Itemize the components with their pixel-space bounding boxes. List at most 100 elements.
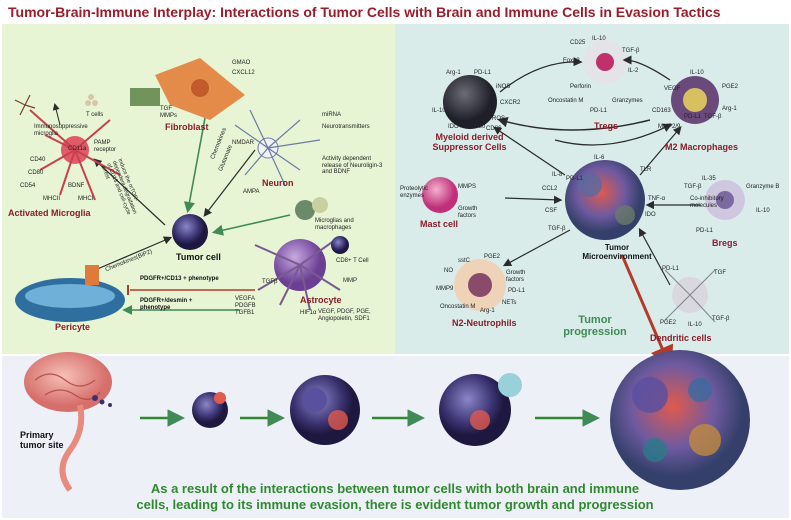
marker-nets: NETs (502, 300, 517, 306)
marker-mmps-mast: MMPS (458, 184, 476, 190)
marker-cd86: CD86 (486, 126, 502, 132)
marker-dc-tgfb: TGF-β (712, 316, 730, 322)
marker-coinhibitory: Co-inhibitory molecules (690, 196, 724, 209)
marker-tme-tgfb: TGF-β (548, 226, 566, 232)
marker-cd54: CD54 (20, 183, 36, 189)
tme-cluster (565, 160, 645, 240)
marker-n2-arg1: Arg-1 (480, 308, 495, 314)
marker-neurotransmitters: Neurotransmitters (322, 124, 370, 130)
mdsc-label: Myeloid derived Suppressor Cells (432, 132, 507, 152)
m2-cell (671, 76, 719, 124)
marker-bregs-il10: IL-10 (756, 208, 770, 214)
marker-pge2: PGE2 (722, 84, 739, 90)
fibroblast-cell (155, 58, 245, 120)
marker-foxp3: Foxp3 (563, 58, 580, 64)
growth-stage-1 (192, 392, 228, 428)
marker-tnfa: TNF-α (648, 196, 666, 202)
marker-cd80: CD80 (470, 124, 486, 130)
marker-nmdar: NMDAR (232, 140, 254, 146)
marker-n2-oncostatin: Oncostatin M (440, 304, 476, 310)
marker-ampa: AMPA (243, 189, 260, 195)
marker-dc-pdl1: PD-L1 (662, 266, 680, 272)
marker-mmp: MMP (343, 278, 357, 284)
marker-arg1: Arg-1 (446, 70, 461, 76)
marker-immunosuppressive-microglia: Immunosuppressive microglia (34, 124, 88, 137)
marker-pamp: PAMP receptor (94, 140, 117, 153)
pericyte-vessel (15, 265, 125, 322)
marker-cd11a: CD11a (68, 146, 87, 152)
microglia-cell (29, 109, 121, 201)
phenotype-cd13: PDGFR+/CD13 + phenotype (140, 276, 219, 282)
growth-stage-2 (290, 375, 360, 445)
marker-bdnf: BDNF (68, 183, 85, 189)
marker-treg-tgfb: TGF-β (622, 48, 640, 54)
caption-line-1: As a result of the interactions between … (150, 481, 640, 496)
marker-mhcii: MHCII (43, 196, 60, 202)
marker-mirna: miRNA (322, 112, 341, 118)
marker-mmp9: MMP9 (436, 286, 454, 292)
marker-n2-growth: Growth factors (506, 270, 526, 283)
marker-tgfb1: TGFB1 (235, 310, 255, 316)
marker-oncostatin: Oncostatin M (548, 98, 584, 104)
neuron-cell (234, 109, 321, 186)
marker-hif1a: HIF1α (300, 310, 317, 316)
tumor-progression-label: Tumor progression (563, 314, 627, 338)
marker-cd8-t-cell: CD8+ T Cell (336, 258, 369, 264)
marker-tme-ido: IDO (645, 212, 656, 218)
marker-cxcl12: CXCL12 (232, 70, 255, 76)
marker-mmps: MMPs (160, 113, 177, 119)
marker-bregs-pdl1: PD-L1 (696, 228, 714, 234)
marker-pdl1: PD-L1 (474, 70, 492, 76)
marker-ccl2: CCL2 (542, 186, 558, 192)
t-cells-small (85, 94, 98, 106)
bregs-label: Bregs (712, 238, 738, 248)
marker-sstc: sstC (458, 258, 470, 264)
caption-line-2: cells, leading to its immune evasion, th… (136, 497, 654, 513)
marker-proteolytic: Proteolytic enzymes (400, 186, 429, 199)
astrocyte-cell (254, 197, 349, 311)
brain-illustration (24, 352, 112, 492)
mast-cell-label: Mast cell (420, 219, 459, 229)
marker-m2-il10: IL-10 (690, 70, 704, 76)
tme-label: Tumor Microenvironment (582, 243, 652, 261)
marker-tgfbeta: TGFβ (262, 279, 278, 285)
marker-dc-tgf: TGF (714, 270, 726, 276)
marker-cd80: CD80 (28, 170, 44, 176)
marker-ros: ROS (492, 116, 506, 122)
marker-m2-tgfb: TGF-β (704, 114, 722, 120)
marker-vegf: VEGF (664, 86, 681, 92)
dc-cell (664, 269, 716, 323)
dc-label: Dendritic cells (650, 333, 712, 343)
marker-activity-release: Activity dependent release of Neuroligin… (322, 156, 383, 176)
pericyte-label: Pericyte (55, 322, 91, 332)
marker-vegfa: VEGFA (235, 296, 256, 302)
marker-mmp29: MMP2/9 (658, 124, 681, 130)
marker-t-cells: T cells (86, 112, 104, 118)
marker-granzymes: Granzymes (612, 98, 643, 104)
marker-m2-pdl1: PD-L1 (684, 114, 702, 120)
growth-stage-4 (610, 350, 750, 490)
marker-vegf-pdgf: VEGF, PDGF, PGE, Angiopoietin, SDF1 (318, 309, 371, 322)
marker-n2-pdl1: PD-L1 (508, 288, 526, 294)
mdsc-cell (443, 75, 497, 129)
marker-cxcr2: CXCR2 (500, 100, 521, 106)
tumor-cell-body (172, 214, 208, 250)
mast-cell (422, 177, 458, 213)
phenotype-desmin: PDGFR+/desmin + phenotype (140, 298, 193, 311)
microglia-label: Activated Microglia (8, 208, 91, 218)
marker-ido: IDO (448, 124, 459, 130)
n2-label: N2-Neutrophils (452, 318, 517, 328)
marker-treg-il10: IL-10 (592, 36, 606, 42)
marker-perforin: Perforin (570, 84, 592, 90)
marker-csf: CSF (545, 208, 557, 214)
marker-inos: iNOS (496, 84, 511, 90)
m2-label: M2 Macrophages (665, 142, 739, 152)
marker-growth-factors-mast: Growth factors (458, 206, 478, 219)
marker-dc-pge2: PGE2 (660, 320, 677, 326)
growth-stage-3 (439, 373, 522, 446)
marker-granzyme-b: Granzyme B (746, 184, 780, 190)
marker-il10: IL-10 (432, 108, 446, 114)
marker-no: NO (444, 268, 453, 274)
fibroblast-label: Fibroblast (165, 122, 209, 132)
